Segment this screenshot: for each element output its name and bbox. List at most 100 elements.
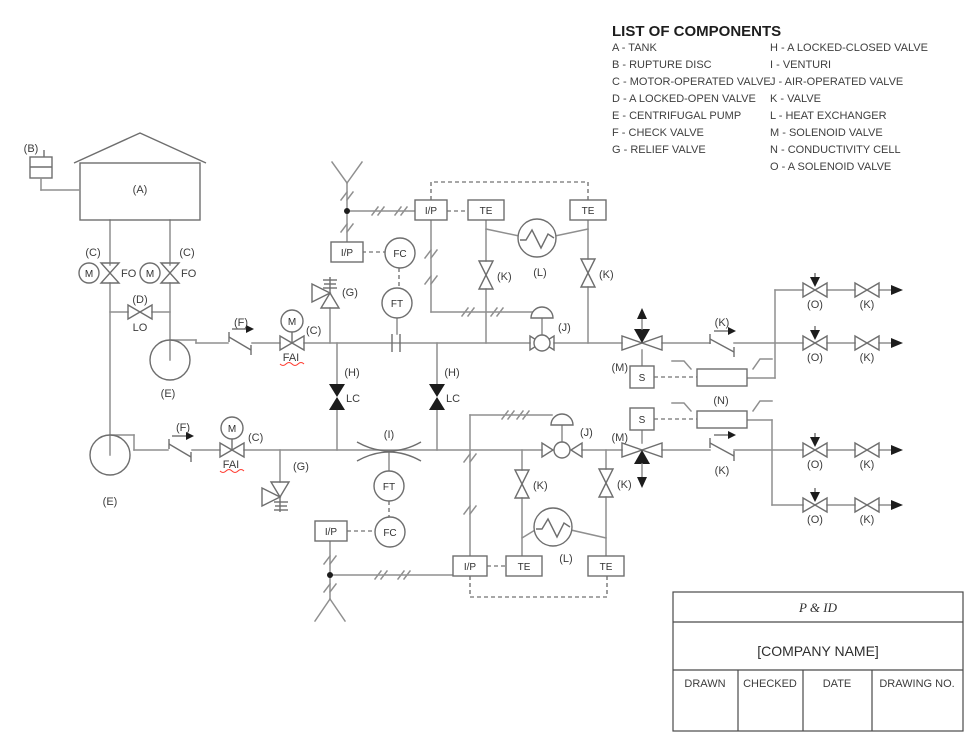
label-m-top: (M)	[612, 362, 629, 374]
motor-letter: M	[146, 269, 154, 280]
solenoid-3way-valve-bottom	[621, 407, 663, 488]
label-g-top: (G)	[342, 287, 358, 299]
instrument-signal-dashed	[347, 181, 697, 598]
label-k-4: (K)	[860, 514, 875, 526]
label-j-top: (J)	[558, 322, 571, 334]
relief-valve-top	[311, 277, 341, 309]
label-c-tank-right: (C)	[179, 247, 194, 259]
te-element-label: TE	[480, 206, 493, 217]
motor-letter: M	[228, 424, 236, 435]
locked-closed-valve-right	[429, 384, 445, 410]
outlet-train-3	[802, 433, 903, 459]
vent-bottom-icon	[313, 597, 347, 623]
motor-valve-fai-bottom	[219, 416, 245, 459]
valve-k-inclined-bottom	[709, 431, 736, 461]
label-f-bottom: (F)	[176, 422, 190, 434]
spellcheck-underline	[219, 469, 245, 473]
label-h-right: (H)	[444, 367, 459, 379]
legend-item: G - RELIEF VALVE	[612, 144, 706, 156]
flow-controller-label: FC	[383, 528, 396, 539]
title-block: P & ID [COMPANY NAME] DRAWN CHECKED DATE…	[672, 591, 964, 732]
label-k-inclined-bottom: (K)	[715, 465, 730, 477]
heat-exchanger-bottom	[533, 507, 573, 547]
centrifugal-pump-bottom	[89, 434, 131, 476]
rupture-disc	[29, 150, 81, 191]
outlet-train-2	[802, 326, 903, 352]
valve-k-te-bottom-left	[513, 469, 531, 499]
outlet-train-1	[802, 273, 903, 299]
label-f-top: (F)	[234, 317, 248, 329]
ip-converter-label: I/P	[464, 562, 477, 573]
legend-item: L - HEAT EXCHANGER	[770, 110, 887, 122]
label-m-bottom: (M)	[612, 432, 629, 444]
legend: LIST OF COMPONENTS A - TANK B - RUPTURE …	[612, 23, 928, 173]
legend-item: B - RUPTURE DISC	[612, 59, 712, 71]
conductivity-cell-bottom	[696, 410, 748, 429]
tank	[73, 132, 207, 221]
te-element-label: TE	[518, 562, 531, 573]
label-k-3: (K)	[860, 459, 875, 471]
conductivity-cell-top	[696, 368, 748, 387]
label-d: (D)	[132, 294, 147, 306]
signal-lines	[313, 160, 563, 623]
air-operated-valve-top	[529, 306, 555, 352]
legend-item: C - MOTOR-OPERATED VALVE	[612, 76, 771, 88]
instrument-symbols	[314, 199, 625, 577]
centrifugal-pump-top	[149, 339, 191, 381]
valve-k-te-top-right	[579, 258, 597, 288]
solenoid-box-label: S	[639, 373, 646, 384]
label-c-fai-bottom: (C)	[248, 432, 263, 444]
drawing-title: P & ID	[798, 600, 838, 615]
ip-converter-label: I/P	[425, 206, 438, 217]
motor-letter: M	[85, 269, 93, 280]
legend-item: H - A LOCKED-CLOSED VALVE	[770, 42, 928, 54]
relief-valve-bottom	[261, 481, 291, 512]
label-e-bottom: (E)	[103, 496, 118, 508]
valve-k-te-bottom-right	[597, 468, 615, 498]
company-name: [COMPANY NAME]	[757, 643, 879, 659]
legend-item: M - SOLENOID VALVE	[770, 127, 883, 139]
label-fo-left: FO	[121, 268, 137, 280]
solenoid-box-label: S	[639, 415, 646, 426]
valve-k-te-top-left	[477, 260, 495, 290]
label-k-te-top-left: (K)	[497, 271, 512, 283]
locked-open-valve	[127, 303, 153, 321]
legend-title: LIST OF COMPONENTS	[612, 23, 781, 40]
label-fai-top: FAI	[283, 352, 300, 364]
te-element-label: TE	[600, 562, 613, 573]
outlet-train-4	[802, 488, 903, 514]
label-k-2: (K)	[860, 352, 875, 364]
label-g-bottom: (G)	[293, 461, 309, 473]
spellcheck-underline	[279, 362, 305, 366]
ip-converter-label: I/P	[341, 248, 354, 259]
label-venturi: (I)	[384, 429, 394, 441]
label-hx-top: (L)	[533, 267, 546, 279]
label-h-left: (H)	[344, 367, 359, 379]
label-tank: (A)	[133, 184, 148, 196]
locked-closed-valve-left	[329, 384, 345, 410]
process-pipes	[109, 219, 892, 557]
titleblock-header-drawing-no: DRAWING NO.	[879, 678, 954, 690]
solenoid-3way-valve-top	[621, 308, 663, 389]
label-j-bottom: (J)	[580, 427, 593, 439]
check-valve-bottom	[168, 432, 194, 462]
label-k-1: (K)	[860, 299, 875, 311]
label-lo: LO	[133, 322, 148, 334]
legend-item: E - CENTRIFUGAL PUMP	[612, 110, 741, 122]
label-o-4: (O)	[807, 514, 823, 526]
legend-item: K - VALVE	[770, 93, 821, 105]
label-rupture-disc: (B)	[24, 143, 39, 155]
motor-valve-tank-left	[78, 262, 121, 284]
diagram-labels: (A) (B) (C) (C) FO FO (D) LO (E) (E) (F)…	[24, 143, 875, 573]
legend-item: D - A LOCKED-OPEN VALVE	[612, 93, 756, 105]
valve-k-inclined-top	[709, 327, 736, 357]
label-lc-left: LC	[346, 393, 360, 405]
label-k-te-top-right: (K)	[599, 269, 614, 281]
label-fai-bottom: FAI	[223, 459, 240, 471]
flow-transmitter-label: FT	[383, 482, 395, 493]
legend-item: O - A SOLENOID VALVE	[770, 161, 891, 173]
heat-exchanger-top	[517, 218, 557, 258]
venturi	[356, 441, 422, 462]
